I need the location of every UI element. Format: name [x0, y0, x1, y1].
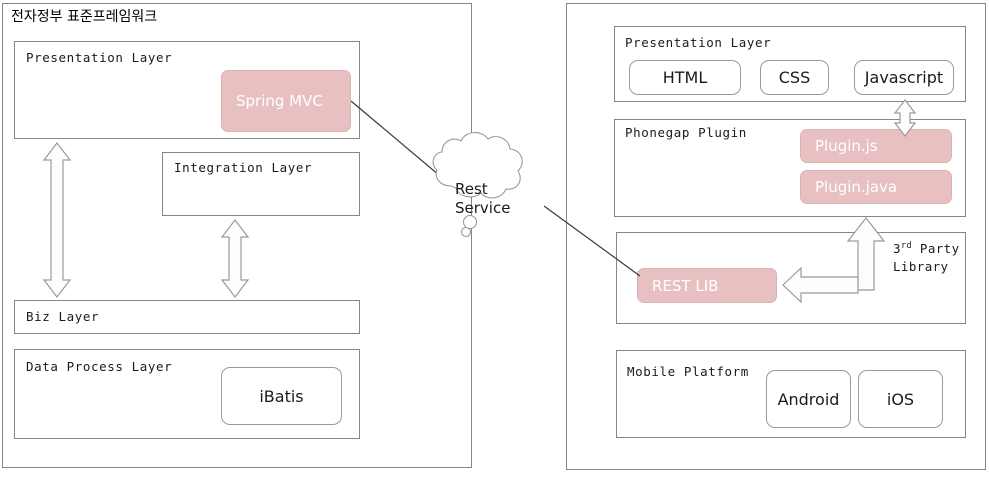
third-party-library-label: 3rd Party Library: [893, 240, 960, 276]
html-box[interactable]: HTML: [629, 60, 741, 95]
spring-mvc-box[interactable]: Spring MVC: [221, 70, 351, 132]
plugin-js-box[interactable]: Plugin.js: [800, 129, 952, 163]
left-integration-layer-label: Integration Layer: [174, 160, 313, 175]
plugin-java-box[interactable]: Plugin.java: [800, 170, 952, 204]
ios-box[interactable]: iOS: [858, 370, 943, 428]
left-biz-layer-box: [14, 300, 360, 334]
mobile-platform-label: Mobile Platform: [627, 364, 749, 379]
css-box[interactable]: CSS: [760, 60, 829, 95]
javascript-box[interactable]: Javascript: [854, 60, 954, 95]
third-party-label-line2: Library: [893, 259, 949, 275]
page-title: 전자정부 표준프레임워크: [11, 9, 158, 25]
ibatis-box[interactable]: iBatis: [221, 367, 342, 425]
left-integration-layer-box: [162, 152, 360, 216]
left-presentation-layer-label: Presentation Layer: [26, 50, 173, 65]
left-biz-layer-label: Biz Layer: [26, 309, 100, 324]
rest-service-line2: Service: [455, 198, 511, 217]
rest-lib-box[interactable]: REST LIB: [637, 268, 777, 303]
left-data-process-layer-label: Data Process Layer: [26, 359, 173, 374]
android-box[interactable]: Android: [766, 370, 851, 428]
third-party-label-line1: 3rd Party: [893, 241, 960, 257]
phonegap-plugin-label: Phonegap Plugin: [625, 125, 747, 140]
rest-service-line1: Rest: [455, 180, 488, 198]
rest-service-cloud-label: Rest Service: [455, 180, 510, 218]
right-presentation-layer-label: Presentation Layer: [625, 35, 772, 50]
